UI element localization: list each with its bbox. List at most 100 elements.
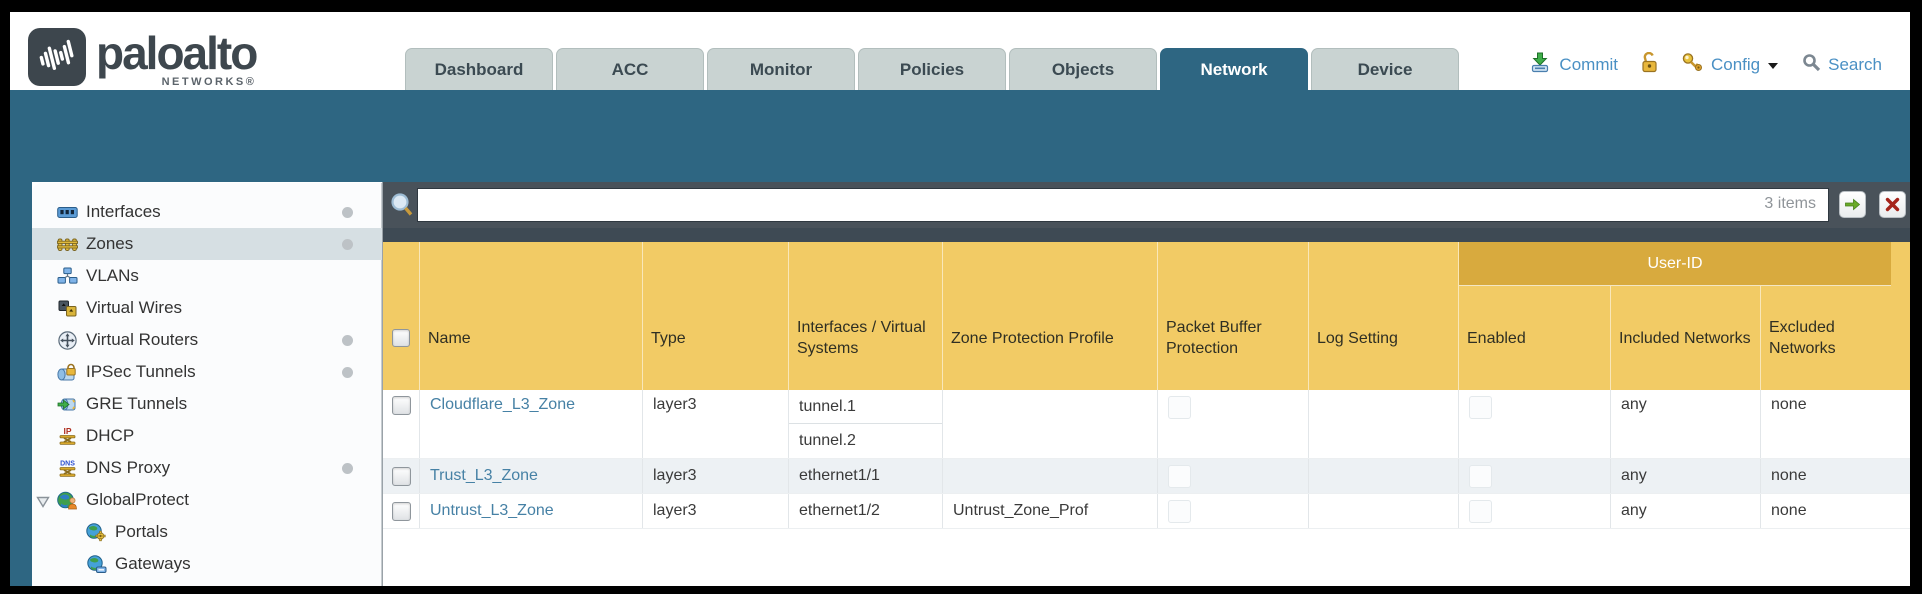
column-header-type[interactable]: Type [643,242,789,390]
lock-icon[interactable] [1640,51,1659,78]
filter-bar: 3 items [383,182,1910,228]
main-nav-tabs: Dashboard ACC Monitor Policies Objects N… [405,48,1459,90]
excluded-networks: none [1771,502,1807,519]
included-networks: any [1611,390,1761,458]
vlans-icon [56,266,78,286]
commit-icon[interactable] [1529,52,1552,78]
zones-table-header: Name Type Interfaces / Virtual Systems Z… [383,242,1910,390]
interface-item: tunnel.2 [799,432,856,449]
gateways-icon [85,554,107,574]
chevron-down-icon[interactable] [1768,63,1779,69]
expander-triangle-icon[interactable] [36,493,50,513]
tab-acc[interactable]: ACC [556,48,704,90]
row-checkbox[interactable] [392,501,411,521]
zones-content: 3 items Name Type Interfaces / Virtual S… [382,182,1910,586]
tab-objects[interactable]: Objects [1009,48,1157,90]
row-checkbox[interactable] [392,396,411,415]
column-header-enabled[interactable]: Enabled [1459,242,1611,390]
column-header-excluded-networks[interactable]: Excluded Networks [1769,319,1836,357]
ipsec-tunnels-icon [56,362,78,382]
items-count: 3 items [1764,195,1816,212]
zone-type: layer3 [643,494,789,528]
column-header-zone-protection-profile[interactable]: Zone Protection Profile [943,242,1158,390]
log-setting [1309,459,1459,493]
excluded-networks: none [1771,467,1807,484]
left-margin [10,182,32,586]
included-networks: any [1611,459,1761,493]
gre-tunnels-icon [56,394,78,414]
top-actions: Commit Config [1529,51,1882,78]
zone-name-link[interactable]: Cloudflare_L3_Zone [430,396,575,413]
paloalto-logo: paloalto NETWORKS® [28,27,258,88]
select-all-cell [383,242,420,390]
search-button[interactable]: Search [1828,55,1882,74]
filter-input-box: 3 items [417,188,1829,222]
overflow-dot [342,367,353,378]
tab-monitor[interactable]: Monitor [707,48,855,90]
zone-type: layer3 [643,459,789,493]
config-icon[interactable] [1681,52,1704,78]
log-setting [1309,494,1459,528]
virtual-routers-icon [56,330,78,350]
sidebar-item-dns-proxy[interactable]: DNS DNS Proxy [32,452,382,484]
apply-filter-button[interactable] [1839,191,1866,218]
filter-search-icon [390,192,415,223]
dns-proxy-icon: DNS [56,458,78,478]
table-row: Cloudflare_L3_Zone layer3 tunnel.1 tunne… [383,390,1910,459]
app-window: paloalto NETWORKS® Dashboard ACC Monitor… [10,12,1910,586]
sidebar-item-zones[interactable]: Zones [32,228,382,260]
select-all-checkbox[interactable] [392,329,410,347]
zone-protection-profile [943,459,1158,493]
packet-buffer-protection-checkbox [1168,499,1191,523]
config-button[interactable]: Config [1710,55,1761,74]
column-header-name[interactable]: Name [420,242,643,390]
column-header-log-setting[interactable]: Log Setting [1309,242,1459,390]
sidebar-item-ipsec-tunnels[interactable]: IPSec Tunnels [32,356,382,388]
sidebar-item-globalprotect[interactable]: GlobalProtect [32,484,382,516]
packet-buffer-protection-checkbox [1168,464,1191,488]
sidebar-item-vlans[interactable]: VLANs [32,260,382,292]
tab-policies[interactable]: Policies [858,48,1006,90]
commit-button[interactable]: Commit [1559,55,1618,74]
interface-item: tunnel.1 [789,390,942,424]
network-sidebar: Interfaces Zones [32,183,382,586]
sidebar-item-virtual-routers[interactable]: Virtual Routers [32,324,382,356]
tab-device[interactable]: Device [1311,48,1459,90]
tab-network[interactable]: Network [1160,48,1308,90]
included-networks: any [1611,494,1761,528]
sidebar-item-dhcp[interactable]: IP DHCP [32,420,382,452]
zone-name-link[interactable]: Trust_L3_Zone [430,467,538,484]
column-header-included-networks[interactable]: Included Networks [1611,242,1761,390]
svg-text:DNS: DNS [60,461,75,468]
user-id-group-header: User-ID [1459,242,1891,286]
brand-subtitle: NETWORKS® [161,76,257,88]
sidebar-item-gre-tunnels[interactable]: GRE Tunnels [32,388,382,420]
column-header-interfaces[interactable]: Interfaces / Virtual Systems [789,242,943,390]
dhcp-icon: IP [56,426,78,446]
overflow-dot [342,239,353,250]
globalprotect-icon [56,490,78,510]
zone-type: layer3 [643,390,789,458]
filter-input[interactable] [422,191,1716,221]
top-bar: paloalto NETWORKS® Dashboard ACC Monitor… [10,12,1910,90]
table-row: Untrust_L3_Zone layer3 ethernet1/2 Untru… [383,494,1910,529]
sidebar-item-gateways[interactable]: Gateways [32,548,382,580]
row-checkbox[interactable] [392,466,411,486]
packet-buffer-protection-checkbox [1168,396,1191,419]
zone-name-link[interactable]: Untrust_L3_Zone [430,502,554,519]
clear-filter-button[interactable] [1879,191,1906,218]
tab-dashboard[interactable]: Dashboard [405,48,553,90]
brand-name: paloalto [96,27,258,79]
sidebar-item-interfaces[interactable]: Interfaces [32,196,382,228]
user-id-enabled-checkbox [1469,499,1492,523]
user-id-enabled-checkbox [1469,396,1492,419]
interfaces-icon [56,202,78,222]
overflow-dot [342,335,353,346]
search-icon[interactable] [1802,53,1821,77]
sidebar-item-portals[interactable]: Portals [32,516,382,548]
user-id-enabled-checkbox [1469,464,1492,488]
column-header-packet-buffer-protection[interactable]: Packet Buffer Protection [1158,242,1309,390]
zones-table-body: Cloudflare_L3_Zone layer3 tunnel.1 tunne… [383,390,1910,529]
sidebar-item-virtual-wires[interactable]: Virtual Wires [32,292,382,324]
